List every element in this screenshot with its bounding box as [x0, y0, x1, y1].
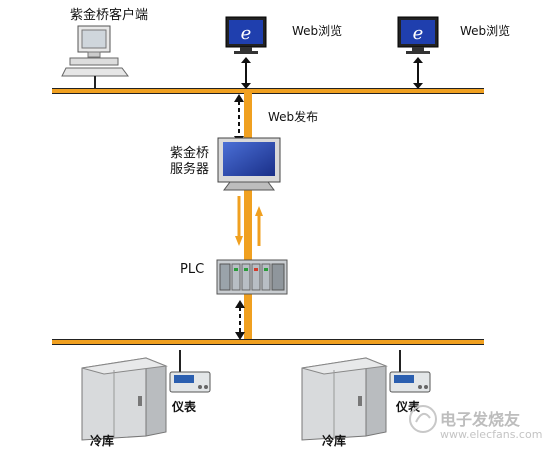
web-terminal-1-link-arrow	[241, 57, 251, 89]
svg-text:e: e	[241, 23, 252, 44]
plc-to-server-up-arrow	[255, 206, 263, 246]
web-terminal-2-icon: e	[397, 16, 439, 54]
backbone-line-upper	[244, 92, 252, 147]
top-network-bus	[52, 88, 484, 94]
web-browse-2-label: Web浏览	[460, 24, 511, 38]
client-computer-icon	[61, 25, 129, 77]
web-terminal-1-icon: e	[225, 16, 267, 54]
backbone-line-middle	[244, 190, 252, 260]
web-terminal-2-link-arrow	[413, 57, 423, 89]
cold-storage-1-label: 冷库	[90, 434, 115, 448]
meter-1-label: 仪表	[172, 400, 197, 414]
cold-storage-2-label: 冷库	[322, 434, 347, 448]
watermark-en: www.elecfans.com	[440, 428, 543, 441]
server-monitor-icon	[217, 137, 281, 191]
client-label: 紫金桥客户端	[70, 8, 149, 23]
backbone-line-lower	[244, 292, 252, 339]
svg-text:e: e	[413, 23, 424, 44]
meter-2-icon	[389, 350, 431, 393]
server-label: 紫金桥 服务器	[170, 146, 210, 177]
client-bus-link	[94, 76, 96, 89]
cold-storage-2-icon	[301, 357, 388, 441]
meter-1-icon	[169, 350, 211, 393]
web-browse-1-label: Web浏览	[292, 24, 343, 38]
cold-storage-1-icon	[81, 357, 168, 441]
plc-bus-arrow	[235, 300, 245, 340]
plc-device-icon	[216, 259, 288, 295]
watermark-cn: 电子发烧友	[440, 410, 521, 429]
bottom-network-bus	[52, 339, 484, 345]
plc-label: PLC	[180, 262, 205, 277]
web-publish-label: Web发布	[268, 110, 319, 124]
watermark-logo-icon	[409, 405, 437, 433]
server-to-plc-down-arrow	[235, 196, 243, 246]
